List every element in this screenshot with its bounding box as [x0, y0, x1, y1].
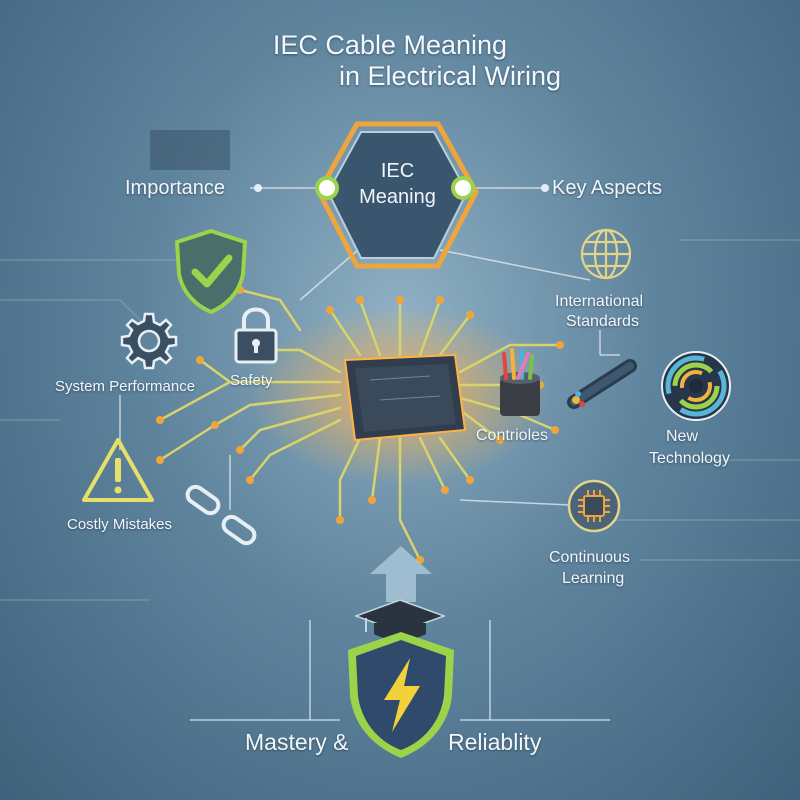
background-chip	[150, 130, 230, 170]
central-chip	[343, 353, 467, 442]
importance-label: Importance	[125, 177, 226, 199]
key-aspects-label: Key Aspects	[552, 177, 663, 199]
hub-right-node-icon	[451, 176, 475, 200]
lightning-shield-icon	[348, 632, 454, 758]
title-line-2: in Electrical Wiring	[338, 61, 562, 91]
globe-icon	[580, 228, 632, 280]
processor-chip-icon	[567, 479, 621, 533]
cable-roll-icon	[567, 359, 637, 409]
safety-label: Safety	[230, 372, 273, 389]
reliability-label: Reliablity	[448, 729, 542, 755]
cable-reel-icon	[661, 351, 731, 421]
controles-label: Contrioles	[476, 427, 549, 444]
warning-icon	[82, 438, 154, 502]
hub-label-line-2: Meaning	[359, 186, 436, 208]
chain-link-icon	[185, 484, 257, 546]
padlock-icon	[234, 307, 278, 364]
new-technology-label-line-1: New	[666, 428, 699, 445]
international-standards-label-line-2: Standards	[566, 313, 639, 330]
new-technology-label-line-2: Technology	[649, 450, 730, 467]
system-performance-label: System Performance	[55, 378, 196, 395]
continuous-learning-label-line-1: Continuous	[549, 549, 630, 566]
title-line-1: IEC Cable Meaning	[272, 30, 508, 60]
continuous-learning-label-line-2: Learning	[562, 570, 625, 587]
hub-label-line-1: IEC	[380, 160, 415, 182]
costly-mistakes-label: Costly Mistakes	[67, 516, 173, 533]
gear-icon	[120, 312, 178, 370]
up-arrow-icon	[370, 546, 432, 602]
check-shield-icon	[174, 228, 248, 314]
international-standards-label-line-1: International	[555, 293, 644, 310]
mastery-label: Mastery &	[245, 729, 349, 755]
cable-bundle-icon	[500, 348, 540, 416]
hub-left-node-icon	[315, 176, 339, 200]
graduation-cap-icon	[353, 599, 447, 640]
